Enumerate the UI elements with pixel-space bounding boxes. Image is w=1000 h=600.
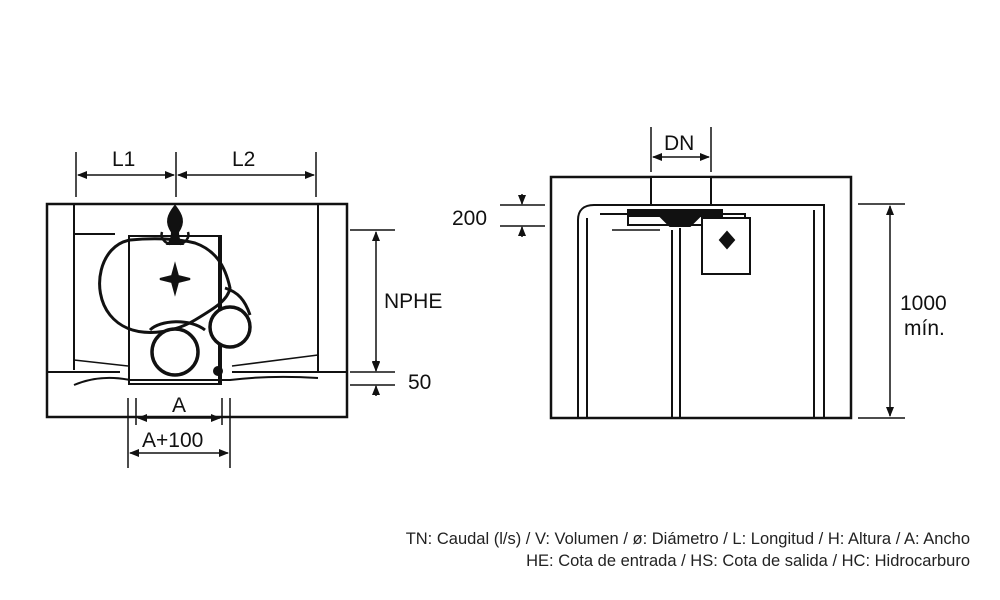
dimension-l1-l2 xyxy=(75,152,317,197)
dimension-nphe xyxy=(350,229,395,396)
label-1000: 1000 xyxy=(900,292,947,315)
dimension-1000 xyxy=(858,203,905,419)
outlet-pipe-right xyxy=(208,305,252,349)
legend-line-1: TN: Caudal (l/s) / V: Volumen / ø: Diáme… xyxy=(405,530,970,548)
separator-tank xyxy=(98,237,232,334)
label-a: A xyxy=(172,394,186,417)
label-nphe: NPHE xyxy=(384,290,442,313)
label-a-plus-100: A+100 xyxy=(142,429,203,452)
label-dn: DN xyxy=(664,132,694,155)
top-nozzle xyxy=(165,204,185,245)
label-min: mín. xyxy=(904,317,945,340)
legend-line-2: HE: Cota de entrada / HS: Cota de salida… xyxy=(526,552,970,570)
outlet-pipe-lower xyxy=(150,327,200,377)
label-50: 50 xyxy=(408,371,431,394)
side-section-view xyxy=(45,202,349,419)
dimension-a xyxy=(127,398,231,468)
dimension-200 xyxy=(500,194,545,237)
label-l2: L2 xyxy=(232,148,255,171)
label-200: 200 xyxy=(452,207,487,230)
dn-neck xyxy=(650,176,712,206)
chamber-inner xyxy=(577,204,825,418)
label-l1: L1 xyxy=(112,148,135,171)
dimension-dn xyxy=(650,127,712,172)
front-section-view xyxy=(549,175,853,420)
